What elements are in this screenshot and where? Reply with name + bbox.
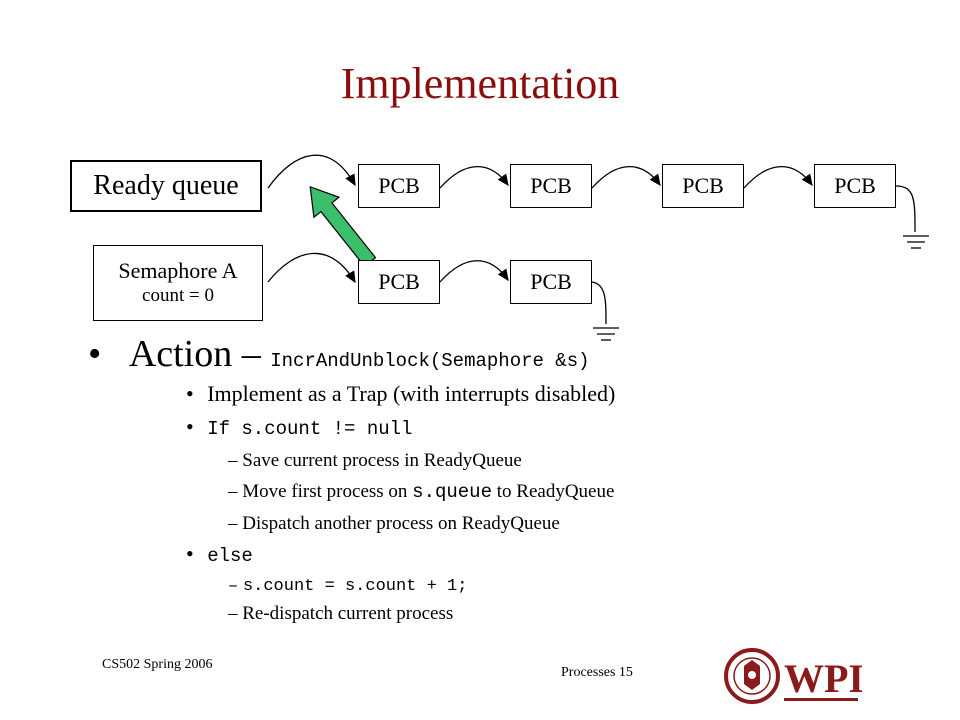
semaphore-pcb-2: PCB (510, 260, 592, 304)
else-text: else (207, 545, 253, 567)
wpi-logo-text: WPI (784, 656, 862, 701)
semaphore-link-arrow (267, 252, 356, 284)
save-line: – Save current process in ReadyQueue (228, 450, 522, 472)
pcb-link-arrow-3 (743, 165, 813, 189)
ready-pcb-4: PCB (814, 164, 896, 208)
ready-pcb-1: PCB (358, 164, 440, 208)
dash: – (228, 450, 238, 471)
trap-text: Implement as a Trap (with interrupts dis… (207, 381, 616, 406)
else-line: • else (186, 541, 253, 567)
ready-pcb-3: PCB (662, 164, 744, 208)
action-line: • Action – IncrAndUnblock(Semaphore &s) (88, 332, 590, 376)
dash: – (228, 481, 238, 502)
semaphore-box: Semaphore A count = 0 (93, 245, 263, 321)
semaphore-name: Semaphore A (118, 258, 238, 284)
wpi-logo: WPI (724, 648, 862, 704)
move-prefix: Move first process on (242, 481, 408, 502)
ready-link-arrow (267, 154, 356, 189)
semaphore-pcb-1: PCB (358, 260, 440, 304)
trap-line: • Implement as a Trap (with interrupts d… (186, 381, 615, 407)
small-bullet: • (186, 381, 194, 406)
sem-ground-icon (593, 327, 619, 341)
wpi-seal-icon (724, 648, 780, 704)
dash: – (228, 513, 238, 534)
slide-title: Implementation (340, 59, 620, 108)
increment-code: s.count = s.count + 1; (242, 577, 468, 596)
move-suffix: to ReadyQueue (496, 481, 615, 502)
redispatch-text: Re-dispatch current process (242, 603, 454, 624)
small-bullet: • (186, 414, 194, 439)
sem-pcb-link-arrow (439, 260, 509, 283)
dash: – (228, 603, 238, 624)
pcb-link-arrow-2 (591, 165, 661, 189)
action-label: Action – (128, 333, 261, 375)
if-line: • If s.count != null (186, 414, 412, 440)
dash: – (228, 577, 239, 596)
semaphore-count: count = 0 (142, 284, 214, 306)
sem-tail-link (591, 281, 607, 325)
footer-page: Processes 15 (561, 665, 633, 680)
move-to-ready-arrow (309, 185, 377, 268)
increment-line: – s.count = s.count + 1; (228, 574, 467, 596)
footer-course: CS502 Spring 2006 (102, 657, 213, 672)
dispatch-text: Dispatch another process on ReadyQueue (242, 513, 560, 534)
redispatch-line: – Re-dispatch current process (228, 603, 453, 625)
ready-tail-link (895, 185, 916, 233)
dispatch-line: – Dispatch another process on ReadyQueue (228, 513, 560, 535)
small-bullet: • (186, 541, 194, 566)
save-text: Save current process in ReadyQueue (242, 450, 522, 471)
move-code: s.queue (412, 481, 492, 503)
action-code: IncrAndUnblock(Semaphore &s) (270, 350, 590, 372)
ready-queue-box: Ready queue (70, 160, 262, 212)
ready-ground-icon (903, 235, 929, 249)
ready-pcb-2: PCB (510, 164, 592, 208)
pcb-link-arrow-1 (439, 165, 509, 189)
move-line: – Move first process on s.queue to Ready… (228, 481, 614, 503)
if-text: If s.count != null (207, 418, 413, 440)
bullet: • (88, 333, 102, 375)
